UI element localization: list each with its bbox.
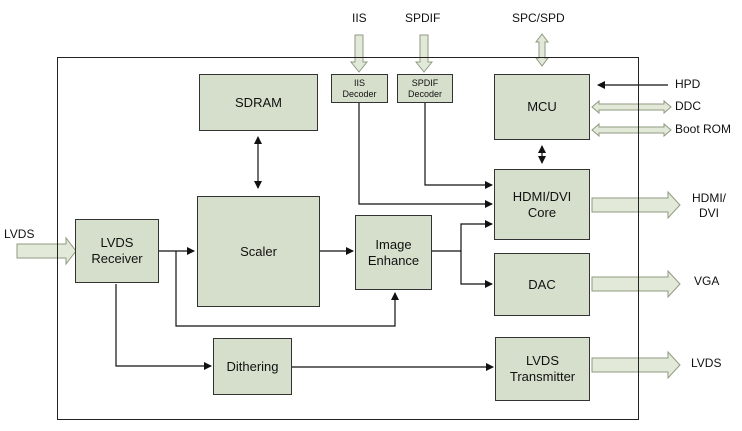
lvds-receiver-block: LVDS Receiver bbox=[75, 219, 159, 283]
bypass-to-enhance-line bbox=[175, 251, 399, 327]
lvds-output-arrow bbox=[591, 350, 681, 380]
boot-rom-bidir-arrow bbox=[591, 122, 672, 138]
spdif-decoder-block: SPDIF Decoder bbox=[397, 74, 453, 103]
dithering-block: Dithering bbox=[213, 338, 292, 395]
spdif-decoder-to-hdmi-line bbox=[424, 103, 493, 189]
vga-output-arrow bbox=[591, 269, 681, 299]
ddc-bidir-arrow bbox=[591, 99, 672, 115]
enhance-to-hdmi-line bbox=[432, 220, 493, 252]
boot-rom-label: Boot ROM bbox=[675, 122, 732, 136]
spdif-label: SPDIF bbox=[405, 11, 441, 25]
mcu-block: MCU bbox=[494, 74, 590, 140]
iis-label: IIS bbox=[352, 11, 367, 25]
hpd-label: HPD bbox=[675, 77, 701, 91]
vga-output-label: VGA bbox=[694, 274, 720, 288]
scaler-block: Scaler bbox=[197, 196, 320, 307]
lvds-transmitter-block: LVDS Transmitter bbox=[495, 337, 590, 401]
lvds-output-label: LVDS bbox=[691, 356, 722, 370]
hdmi-dvi-output-label: HDMI/ DVI bbox=[692, 191, 726, 220]
hdmi-dvi-output-arrow bbox=[591, 190, 681, 220]
iis-decoder-to-hdmi-line bbox=[358, 103, 493, 208]
sdram-block: SDRAM bbox=[199, 74, 318, 131]
lvds-input-label: LVDS bbox=[4, 227, 35, 241]
hdmi-dvi-core-block: HDMI/DVI Core bbox=[494, 169, 590, 240]
chip-boundary bbox=[57, 57, 639, 420]
spc-spd-bidir-arrow bbox=[535, 33, 549, 67]
ddc-label: DDC bbox=[675, 99, 701, 113]
iis-decoder-block: IIS Decoder bbox=[331, 74, 388, 103]
spdif-input-arrow bbox=[414, 34, 434, 73]
lvds-rx-to-dithering-line bbox=[115, 284, 212, 370]
image-enhance-block: Image Enhance bbox=[355, 215, 432, 290]
spc-spd-label: SPC/SPD bbox=[512, 11, 565, 25]
dac-block: DAC bbox=[494, 253, 590, 316]
enhance-to-dac-line bbox=[460, 251, 493, 288]
lvds-input-arrow bbox=[16, 236, 77, 266]
iis-input-arrow bbox=[349, 34, 369, 73]
